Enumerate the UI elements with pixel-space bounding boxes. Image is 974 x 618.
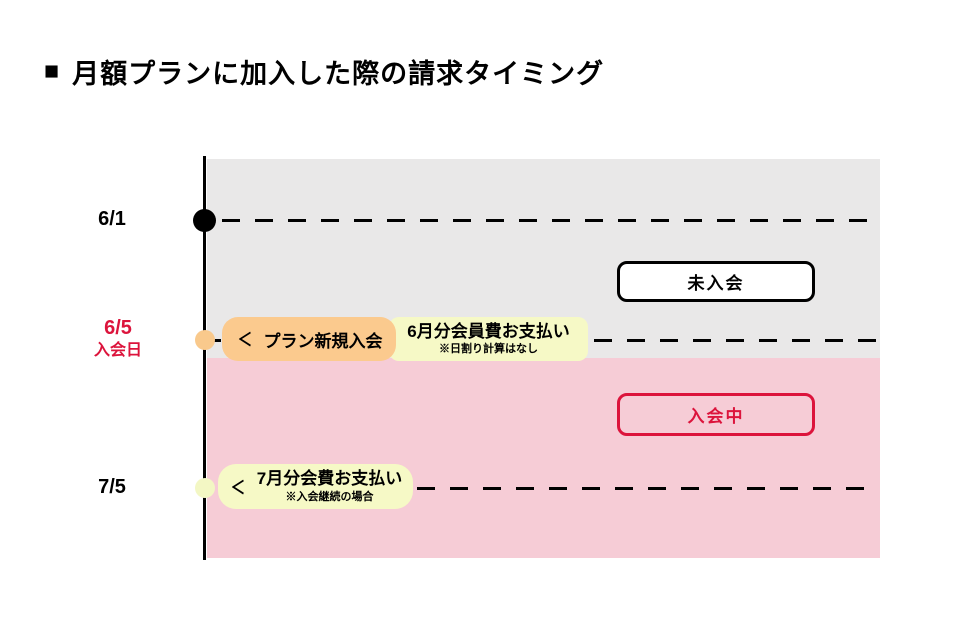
dashed-line-6-5-stub xyxy=(212,339,221,342)
left-arrow-icon: ＜ xyxy=(230,477,245,498)
page-title: ■ 月額プランに加入した際の請求タイミング xyxy=(44,52,604,91)
event-july-fee-label: 7月分会費お支払い xyxy=(256,469,403,489)
title-bullet-icon: ■ xyxy=(44,57,61,85)
event-badge-july-fee: ＜ 7月分会費お支払い ※入会継続の場合 xyxy=(218,464,413,509)
timeline-axis xyxy=(203,156,206,560)
event-july-fee-note: ※入会継続の場合 xyxy=(285,490,374,503)
event-plan-join-label: プラン新規入会 xyxy=(263,331,383,351)
event-badge-plan-join: ＜ プラン新規入会 xyxy=(222,317,396,361)
dashed-line-6-5 xyxy=(594,339,876,342)
page-title-text: 月額プランに加入した際の請求タイミング xyxy=(72,59,605,89)
dashed-line-7-5 xyxy=(417,487,876,490)
event-badge-june-fee: 6月分会員費お支払い ※日割り計算はなし xyxy=(389,317,588,361)
zone-joined-background xyxy=(207,358,880,558)
dashed-line-6-1 xyxy=(222,219,876,222)
date-label-6-1: 6/1 xyxy=(98,208,126,230)
date-label-6-5-date: 6/5 xyxy=(104,317,132,339)
status-badge-not-joined: 未入会 xyxy=(617,261,815,302)
date-label-7-5: 7/5 xyxy=(98,476,126,498)
event-june-fee-label: 6月分会員費お支払い xyxy=(407,321,570,341)
join-date-sublabel: 入会日 xyxy=(93,342,142,359)
marker-dot-6-5 xyxy=(195,330,215,350)
status-badge-joined: 入会中 xyxy=(617,393,815,436)
date-label-6-5: 6/5 入会日 xyxy=(76,317,160,360)
marker-dot-6-1 xyxy=(193,209,216,232)
left-arrow-icon: ＜ xyxy=(237,330,252,350)
event-june-fee-note: ※日割り計算はなし xyxy=(439,343,538,356)
marker-dot-7-5 xyxy=(195,478,215,498)
